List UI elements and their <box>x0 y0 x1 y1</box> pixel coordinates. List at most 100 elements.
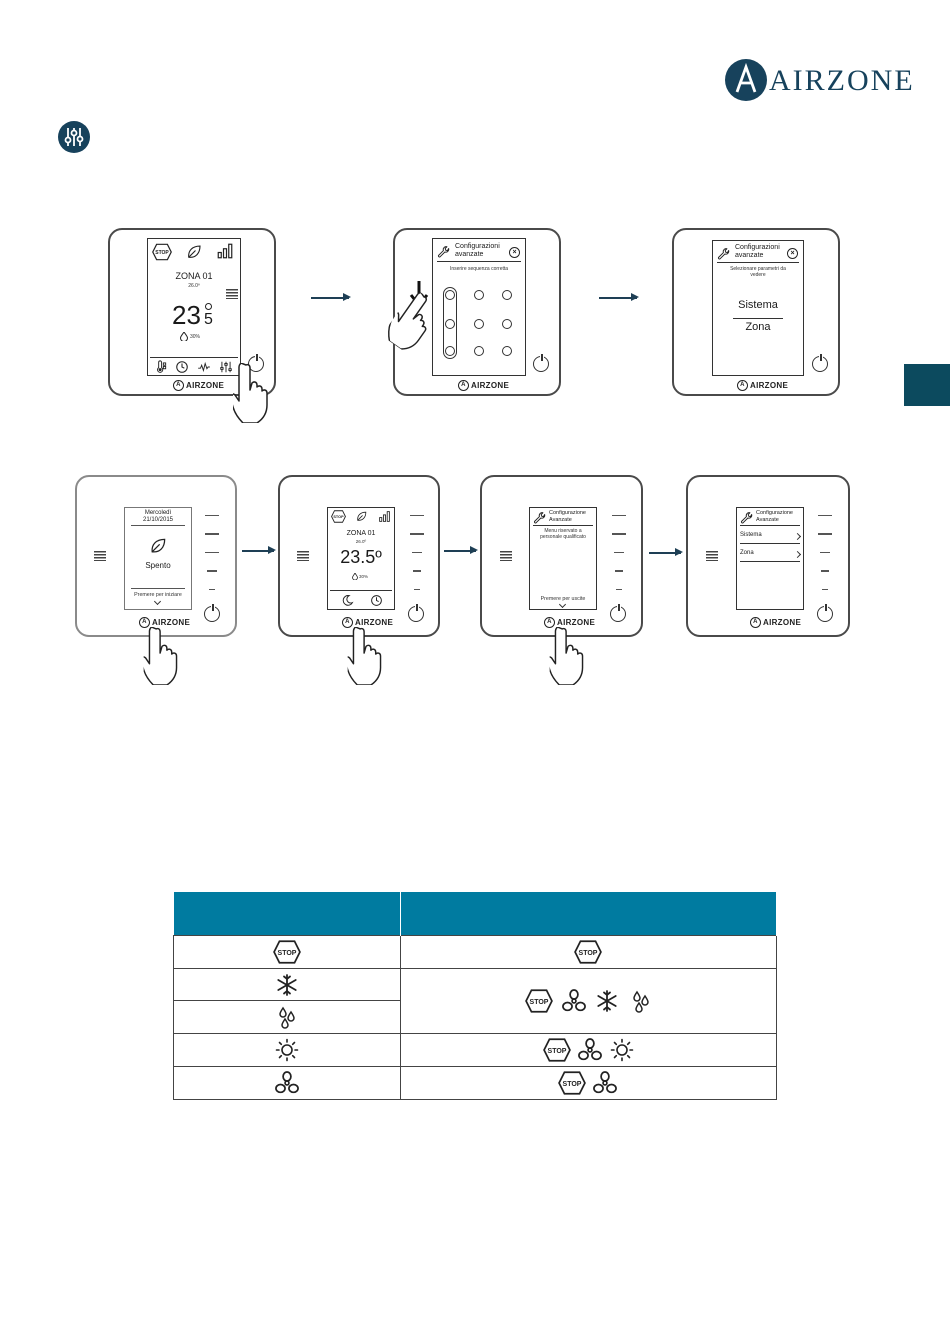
fan-icon <box>561 989 587 1013</box>
thermostat-restricted: Configurazione Avanzate Menu riservato a… <box>480 475 643 637</box>
brand-logo-text: AIRZONE <box>769 64 915 97</box>
code-dot[interactable] <box>502 346 512 356</box>
signal-bars-icon <box>378 510 391 523</box>
table-row <box>173 1033 777 1067</box>
thermostat-screen: ZONA 01 26.0º 23 5 30% <box>147 238 241 376</box>
code-dot[interactable] <box>502 319 512 329</box>
stop-icon <box>525 989 553 1013</box>
wave-icon <box>197 360 211 374</box>
chapter-tab <box>904 364 950 406</box>
weekday: Mercoledì <box>144 510 172 516</box>
divider <box>330 590 392 591</box>
code-dot[interactable] <box>474 319 484 329</box>
power-button[interactable] <box>812 354 828 372</box>
divider <box>131 588 185 589</box>
mode-cell <box>173 1066 401 1100</box>
power-button[interactable] <box>204 604 220 622</box>
slider-bar[interactable] <box>818 515 832 607</box>
hand-pointer-icon <box>228 363 278 423</box>
leaf-icon <box>148 536 168 556</box>
degree-mark <box>205 303 212 310</box>
chevron-right-icon <box>793 532 802 541</box>
power-button[interactable] <box>610 604 626 622</box>
menu-grid-icon <box>706 551 718 561</box>
signal-bars-icon <box>216 242 234 260</box>
clock-icon <box>175 360 189 374</box>
table-row <box>173 935 777 969</box>
brand-logo: AIRZONE <box>724 57 913 103</box>
config-title-1: Configurazioni <box>455 243 500 250</box>
step-arrow <box>311 294 351 300</box>
allowed-modes-cell <box>399 968 777 1034</box>
option-zona[interactable]: Zona <box>745 321 771 333</box>
thermostat-off: Mercoledì 21/10/2015 Spento Premere per … <box>75 475 237 637</box>
divider <box>533 525 593 526</box>
config-title-1: Configurazioni <box>735 244 780 251</box>
thermometer-icon <box>154 360 168 374</box>
setpoint: 26.0º <box>188 283 200 289</box>
config-title-1: Configurazione <box>549 510 586 516</box>
thermostat-param-select: Configurazioni avanzate × Selezionare pa… <box>672 228 840 396</box>
mode-cell <box>173 1000 401 1034</box>
fan-icon <box>592 1071 618 1095</box>
close-icon[interactable]: × <box>509 247 520 258</box>
zone-name: ZONA 01 <box>346 530 376 537</box>
instruction: Inserire sequenza corretta <box>449 266 509 272</box>
menu-item-zona[interactable]: Zona <box>740 550 754 556</box>
table-header <box>173 892 777 936</box>
zone-name: ZONA 01 <box>175 271 213 281</box>
table-row <box>173 968 777 1034</box>
allowed-modes-cell <box>399 1033 777 1067</box>
mode-cell <box>173 968 401 1001</box>
wrench-icon <box>533 511 547 525</box>
divider <box>131 525 185 526</box>
slider-bar[interactable] <box>410 515 424 607</box>
temperature-integer: 23 <box>172 300 201 330</box>
exit-hint: Premere per uscite <box>540 596 586 602</box>
table-row <box>173 1066 777 1100</box>
power-button[interactable] <box>408 604 424 622</box>
config-title-2: Avanzate <box>549 517 572 523</box>
menu-item-sistema[interactable]: Sistema <box>740 532 762 538</box>
date: 21/10/2015 <box>142 517 174 523</box>
thermostat-screen: Mercoledì 21/10/2015 Spento Premere per … <box>124 507 192 610</box>
option-sistema[interactable]: Sistema <box>738 299 778 311</box>
wrench-icon <box>437 245 451 259</box>
instruction: Selezionare parametri da vedere <box>730 266 786 278</box>
code-dot[interactable] <box>474 346 484 356</box>
snowflake-icon <box>275 973 299 997</box>
chevron-down-icon <box>558 600 567 609</box>
close-icon[interactable]: × <box>787 248 798 259</box>
restricted-message: Menu riservato a personale qualificato <box>540 528 586 540</box>
hand-pointer-icon <box>344 627 390 685</box>
humidity: 30% <box>359 574 369 579</box>
drop-icon <box>180 332 188 341</box>
power-button[interactable] <box>248 354 264 372</box>
divider <box>740 525 800 526</box>
slider-bar[interactable] <box>205 515 219 607</box>
power-button[interactable] <box>817 604 833 622</box>
leaf-icon <box>355 510 368 523</box>
code-dot[interactable] <box>502 290 512 300</box>
divider <box>740 561 800 562</box>
code-dot[interactable] <box>474 290 484 300</box>
menu-grid-icon <box>500 551 512 561</box>
code-dot[interactable] <box>445 319 455 329</box>
divider <box>717 262 799 263</box>
power-button[interactable] <box>533 354 549 372</box>
slider-bar[interactable] <box>612 515 626 607</box>
code-dot[interactable] <box>445 290 455 300</box>
menu-grid-icon <box>297 551 309 561</box>
step-arrow <box>649 549 683 555</box>
drops-icon <box>276 1005 298 1029</box>
code-dot[interactable] <box>445 346 455 356</box>
drop-icon <box>352 573 358 580</box>
divider <box>733 318 783 319</box>
